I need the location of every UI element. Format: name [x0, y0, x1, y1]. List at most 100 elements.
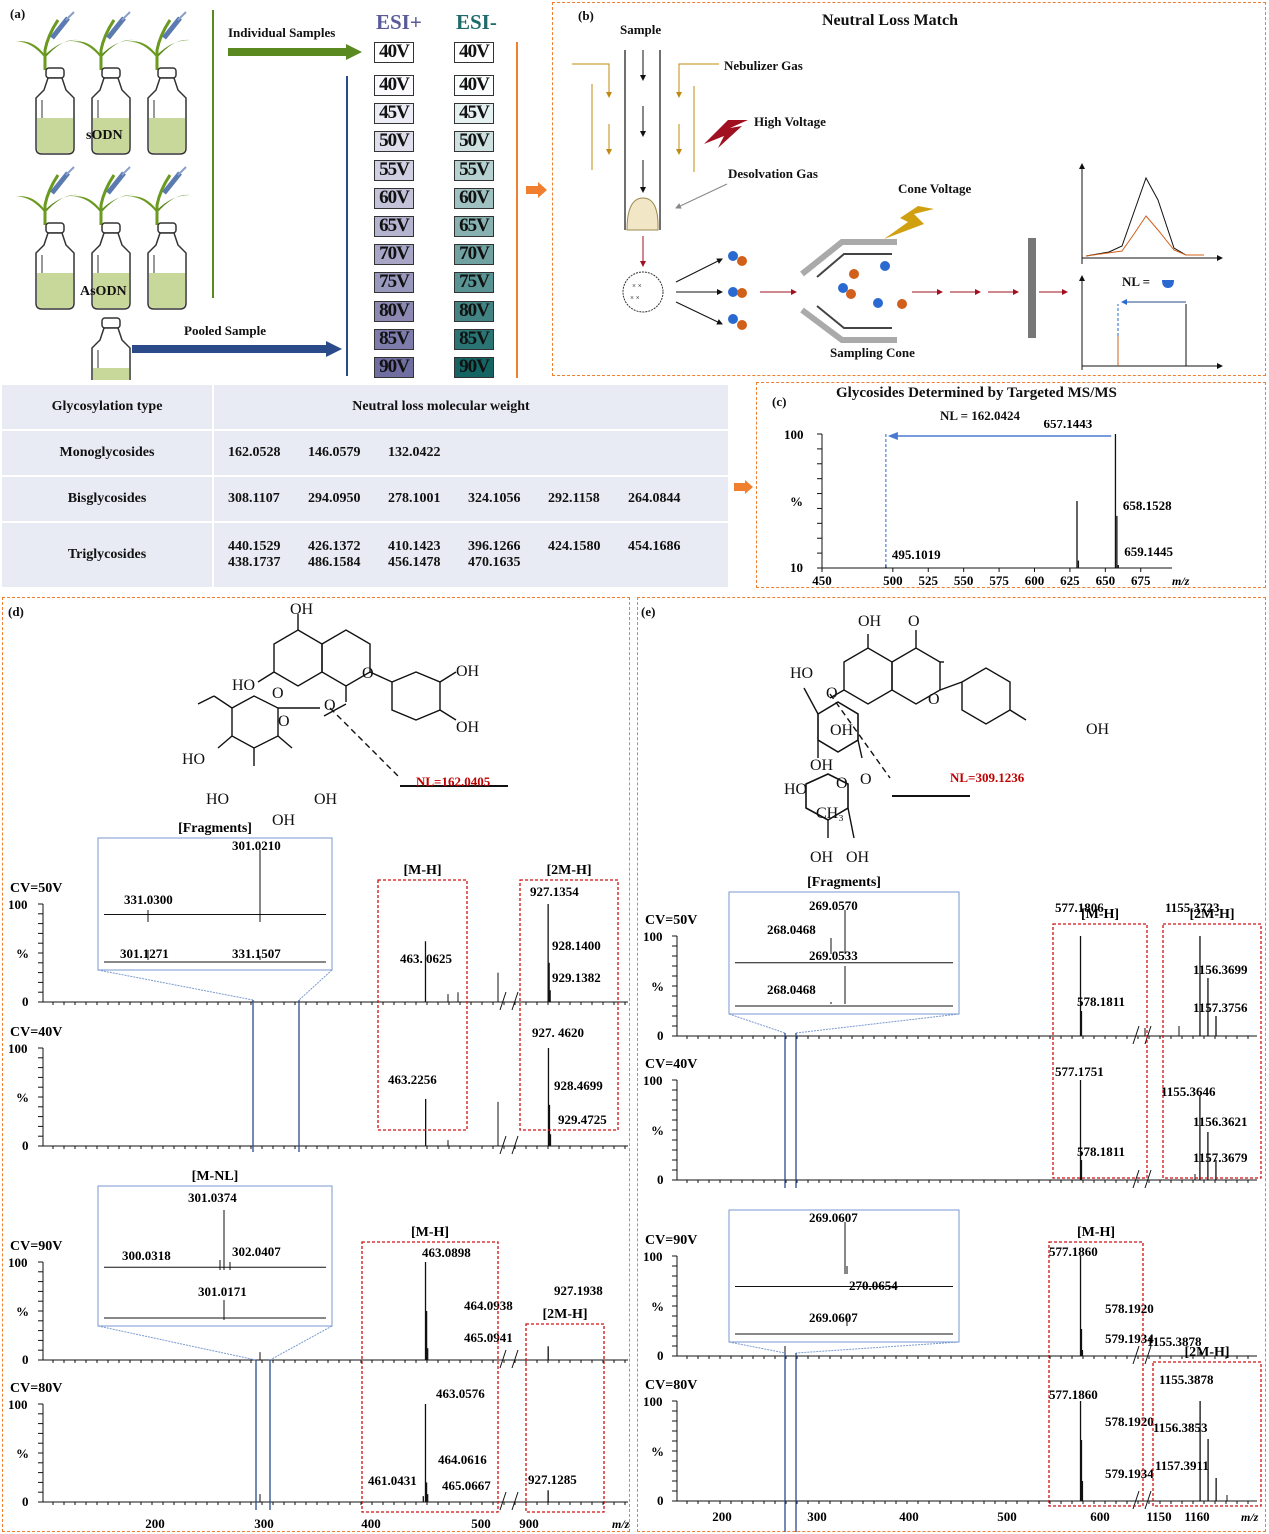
- peak-label: 927.1938: [554, 1283, 603, 1298]
- axis-break: [1132, 1345, 1140, 1365]
- axis-break: [1144, 1169, 1152, 1189]
- table-header-row: Glycosylation type Neutral loss molecula…: [0, 383, 730, 431]
- panel-b-title: Neutral Loss Match: [822, 12, 958, 29]
- voltage-box: 60V: [374, 187, 414, 209]
- axis-break: [1144, 1345, 1152, 1365]
- capillary-tube: [624, 50, 661, 231]
- pooled-sample-label: Pooled Sample: [184, 323, 266, 338]
- y-tick-label: %: [16, 1304, 29, 1319]
- peak-label: 464.0616: [438, 1452, 487, 1467]
- high-voltage-bolt-icon: [704, 120, 748, 148]
- nl-value: 440.1529: [228, 539, 281, 554]
- nl-value: 424.1580: [548, 539, 601, 554]
- desolvation-arrow: [675, 183, 728, 209]
- voltage-box: 45V: [454, 103, 494, 125]
- nl-value: 454.1686: [628, 539, 681, 554]
- nl-value: 396.1266: [468, 539, 521, 554]
- y-tick-label: %: [790, 494, 803, 509]
- table-header-weight: Neutral loss molecular weight: [212, 383, 730, 431]
- x-tick-label: 450: [812, 573, 832, 588]
- nl-value: 292.1158: [548, 491, 600, 506]
- y-tick-label: 10: [790, 560, 803, 575]
- droplet-icon: × ×× ×: [622, 271, 664, 313]
- voltage-box: 40V: [374, 75, 414, 96]
- nl-value: 324.1056: [468, 491, 521, 506]
- voltage-box: 75V: [454, 272, 494, 294]
- inset-peak-label: 301.1271: [120, 946, 169, 961]
- inset-peak-label: 269.0533: [809, 948, 858, 963]
- x-tick-label: 200: [145, 1516, 165, 1531]
- zoom-guide: [728, 1013, 786, 1034]
- peak-label: 1156.3699: [1193, 962, 1248, 977]
- voltage-box: 85V: [454, 328, 494, 350]
- svg-text:OH: OH: [272, 812, 296, 829]
- svg-text:× ×: × ×: [632, 282, 642, 290]
- nl-arrowhead: [887, 432, 898, 440]
- x-axis-label: m/z: [1172, 574, 1190, 588]
- x-tick-label: 200: [712, 1509, 732, 1524]
- x-tick-label: 600: [1025, 573, 1045, 588]
- inset-peak-label: 302.0407: [232, 1244, 281, 1259]
- inset-peak-label: 301.0171: [198, 1284, 247, 1299]
- table-cell-type: Bisglycosides: [0, 475, 214, 523]
- x-tick-label: 525: [919, 573, 939, 588]
- voltage-box: 65V: [374, 216, 414, 237]
- orange-arrow-icon: [734, 480, 753, 494]
- table-header-type: Glycosylation type: [0, 383, 214, 431]
- table-row: Triglycosides 440.1529 426.1372 410.1423…: [0, 521, 730, 589]
- peak-label: 465.0941: [464, 1330, 513, 1345]
- y-tick-label: 0: [657, 1493, 664, 1508]
- peak-label: 657.1443: [1043, 420, 1092, 431]
- x-tick-label: 500: [997, 1509, 1017, 1524]
- inset-peak-label: 269.0607: [809, 1210, 858, 1225]
- y-tick-label: 100: [643, 1073, 663, 1088]
- esi-positive-header: ESI+: [376, 10, 422, 34]
- inset-box: [728, 1209, 960, 1343]
- nl-annotation-d: NL=162.0405: [416, 774, 491, 789]
- panel-c-label: (c): [772, 394, 787, 409]
- nl-value: 410.1423: [388, 539, 441, 554]
- cv-label: CV=40V: [10, 1025, 62, 1040]
- peak-label: 464.0938: [464, 1298, 513, 1313]
- peak-label: 1155.3878: [1147, 1334, 1202, 1349]
- inset-box: [728, 891, 960, 1015]
- peak-label: 463.0898: [422, 1245, 471, 1260]
- peak-label: 1157.3679: [1193, 1150, 1248, 1165]
- x-tick-label: 575: [989, 573, 1009, 588]
- nl-value: 470.1635: [468, 555, 521, 570]
- y-tick-label: 100: [784, 427, 804, 442]
- peak-label: 1157.3756: [1193, 1000, 1248, 1015]
- ion-highlight-box: [1052, 923, 1148, 1179]
- chromatogram-icon: [1079, 163, 1223, 264]
- peak-label: 577.1860: [1049, 1244, 1098, 1259]
- peak-label: 1156.3621: [1193, 1114, 1248, 1129]
- ion-highlight-box: [361, 1241, 499, 1513]
- neutral-loss-table: Glycosylation type Neutral loss molecula…: [0, 383, 730, 589]
- ion-pair-icons: [728, 251, 747, 330]
- peak-label: 658.1528: [1123, 498, 1172, 513]
- sampling-cone-icon: [800, 239, 907, 343]
- peak-label: 463.2256: [388, 1072, 437, 1087]
- axis-break: [499, 1491, 507, 1511]
- axis-break: [499, 991, 507, 1011]
- peak-label: 461.0431: [368, 1473, 417, 1488]
- axis-break: [511, 1349, 519, 1369]
- svg-text:OH: OH: [314, 791, 338, 808]
- axis-break: [511, 991, 519, 1011]
- voltage-box: 60V: [454, 187, 494, 209]
- table-cell-values: 440.1529 426.1372 410.1423 396.1266 424.…: [212, 521, 730, 589]
- voltage-box: 90V: [454, 357, 494, 378]
- ion-highlight-box: [519, 879, 619, 1131]
- cone-voltage-label: Cone Voltage: [898, 181, 972, 196]
- zoom-guide: [97, 969, 254, 1001]
- axis-break: [1132, 1025, 1140, 1045]
- nl-value: 308.1107: [228, 491, 280, 506]
- inset-peak-label: 331.1507: [232, 946, 281, 961]
- esi-negative-header: ESI-: [456, 10, 497, 34]
- voltage-box: 55V: [374, 159, 414, 181]
- voltage-box: 50V: [374, 131, 414, 153]
- svg-text:CH₃: CH₃: [816, 805, 844, 822]
- table-cell-values: 308.1107 294.0950 278.1001 324.1056 292.…: [212, 475, 730, 523]
- nl-value: 264.0844: [628, 491, 681, 506]
